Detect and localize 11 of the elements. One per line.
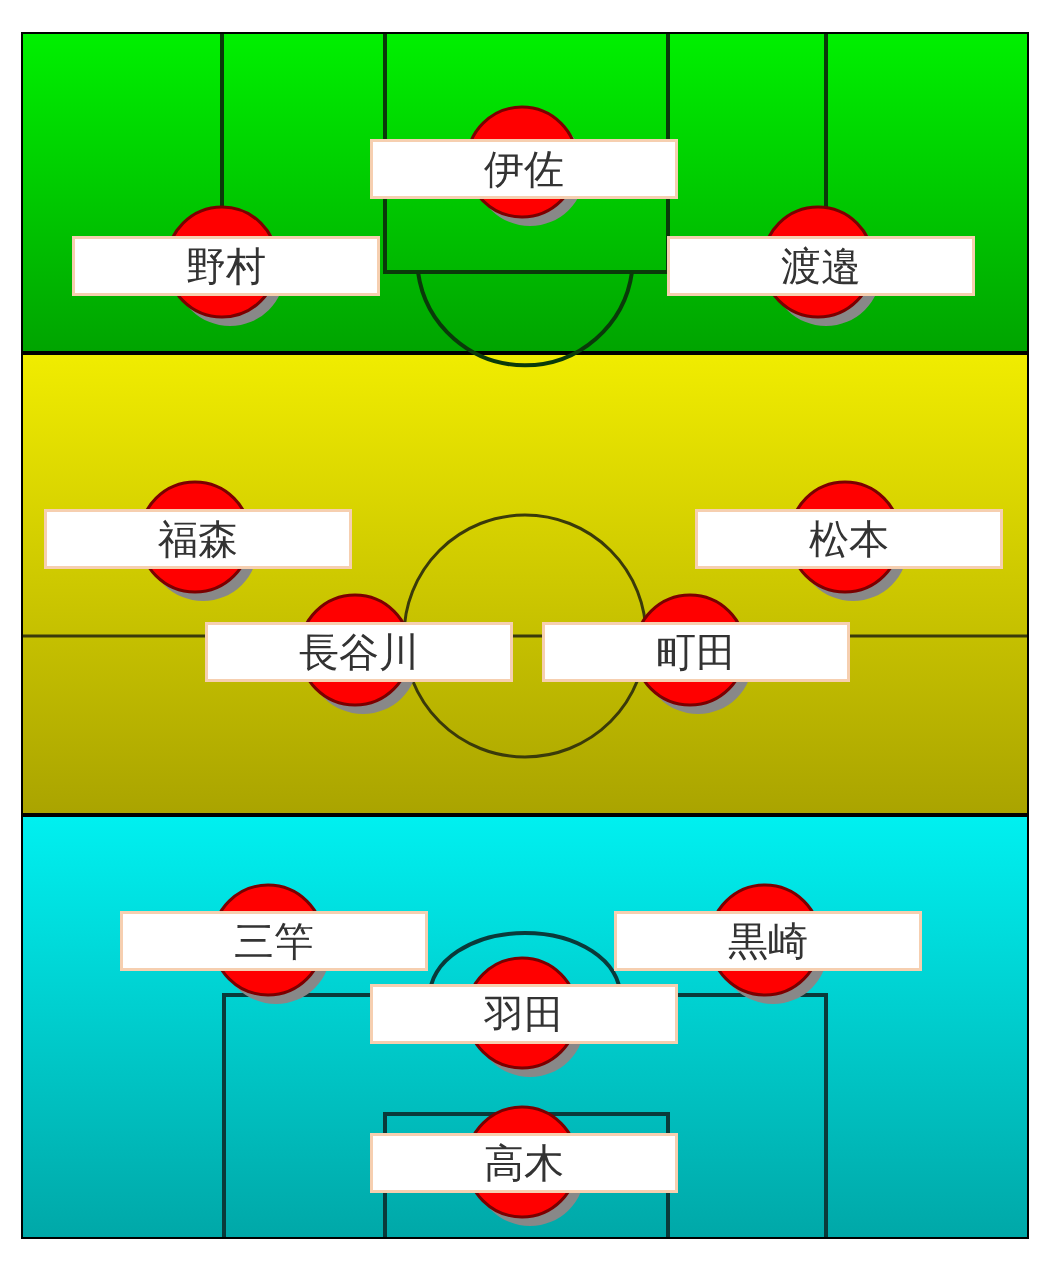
name-label: 渡邉 (667, 236, 975, 296)
name-label: 福森 (44, 509, 352, 569)
name-label: 町田 (542, 622, 850, 682)
name-label: 長谷川 (205, 622, 513, 682)
name-label: 黒崎 (614, 911, 922, 971)
name-label: 高木 (370, 1133, 678, 1193)
name-label: 三竿 (120, 911, 428, 971)
name-label: 野村 (72, 236, 380, 296)
name-label: 松本 (695, 509, 1003, 569)
name-label: 羽田 (370, 984, 678, 1044)
name-label: 伊佐 (370, 139, 678, 199)
